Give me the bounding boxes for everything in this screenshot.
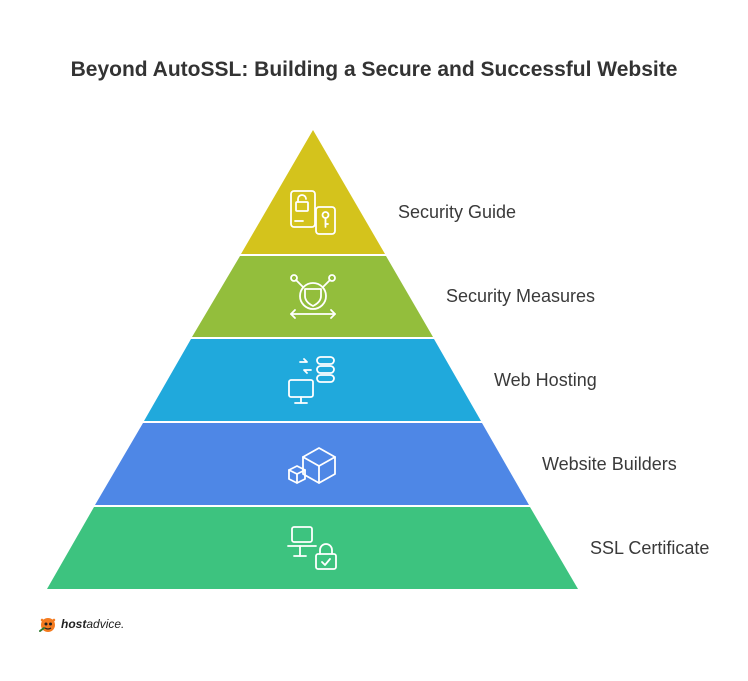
tier-ssl-certificate <box>47 507 578 589</box>
tier-label-security-guide: Security Guide <box>398 202 517 222</box>
hostadvice-logo: hostadvice. <box>38 614 124 634</box>
tier-website-builders <box>95 423 529 505</box>
tier-label-web-hosting: Web Hosting <box>494 370 597 390</box>
computer-server-icon <box>288 356 335 404</box>
hostadvice-mascot-icon <box>39 618 56 632</box>
cubes-icon <box>288 447 336 484</box>
phone-lock-key-icon <box>290 190 336 235</box>
page-title: Beyond AutoSSL: Building a Secure and Su… <box>70 58 678 81</box>
tier-label-website-builders: Website Builders <box>542 454 677 474</box>
shield-network-icon <box>290 274 336 319</box>
laptop-lock-icon <box>287 526 337 570</box>
logo-text: hostadvice. <box>61 617 125 631</box>
tier-label-security-measures: Security Measures <box>446 286 596 306</box>
tier-label-ssl-certificate: SSL Certificate <box>590 538 710 558</box>
tier-security-measures <box>192 256 433 337</box>
